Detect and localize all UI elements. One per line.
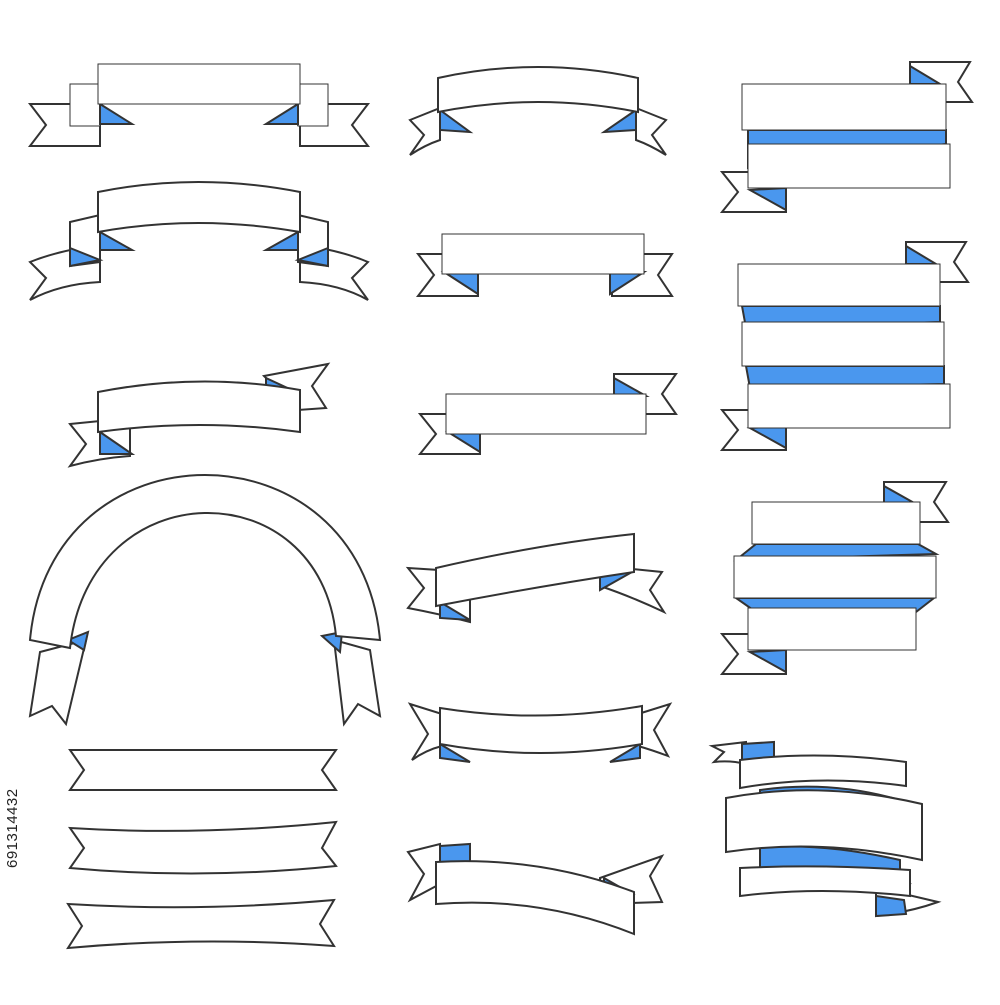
- ribbon-stacked-three-lower: [719, 481, 950, 675]
- ribbon-twisted: [708, 740, 942, 918]
- ribbon-smile: [407, 702, 673, 763]
- ribbon-stacked-two: [719, 61, 974, 213]
- ribbon-flat-banner: [68, 749, 338, 791]
- ribbon-arched-small: [408, 66, 668, 156]
- ribbon-flat-flag: [417, 373, 678, 455]
- ribbon-wave-banner-2: [66, 898, 336, 950]
- ribbon-flat-tails: [415, 233, 674, 297]
- ribbon-wave-banner-1: [67, 820, 338, 875]
- ribbon-flat-double-fold: [27, 63, 371, 147]
- ribbon-wave-twisted-ends: [406, 842, 665, 936]
- ribbon-wave-center: [405, 532, 667, 624]
- ribbon-stacked-three: [719, 241, 970, 451]
- ribbon-wave-flag: [67, 362, 331, 468]
- ribbon-arched-double-fold: [28, 181, 370, 301]
- ribbon-large-arch: [28, 474, 382, 727]
- stock-id-label: 691314432: [4, 788, 21, 868]
